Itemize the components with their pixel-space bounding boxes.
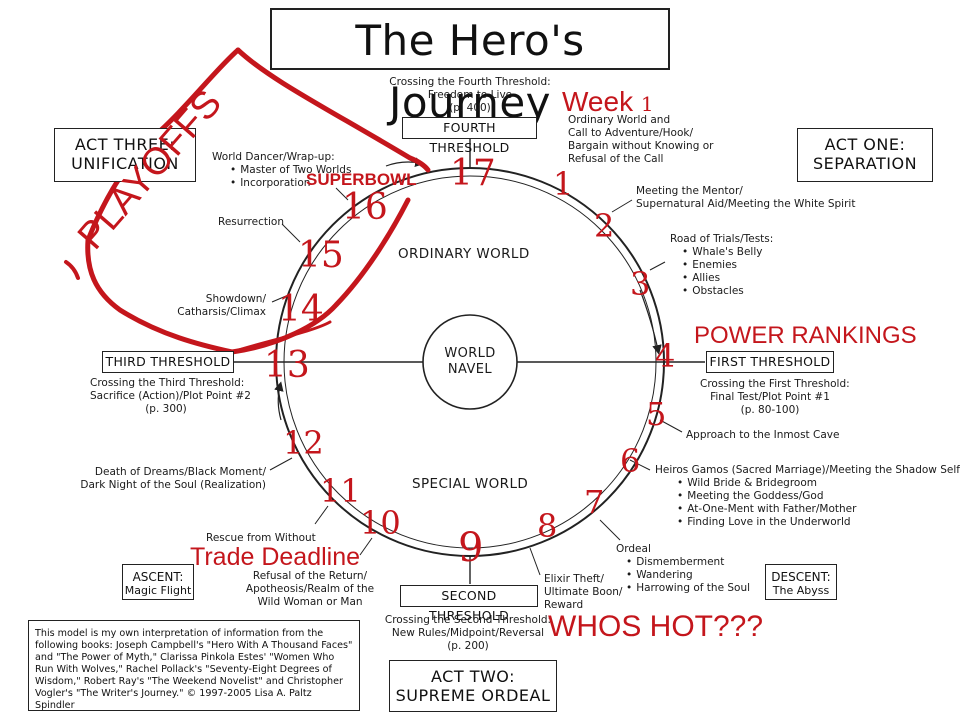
hieros-list: Wild Bride & Bridegroom Meeting the Godd… (655, 477, 960, 529)
resurrection-text: Resurrection (218, 216, 284, 228)
week-number-10: 10 (360, 504, 401, 542)
third-crossing-text: Crossing the Third Threshold: Sacrifice … (90, 377, 251, 415)
act-one-label: ACT ONE: (824, 135, 906, 154)
playoffs-stroke-left (85, 47, 241, 355)
act-three-label: ACT THREE: (74, 135, 176, 154)
week-number-2: 2 (594, 207, 615, 245)
week-number-5: 5 (646, 395, 667, 433)
week-number-9: 9 (458, 525, 484, 571)
week-number-6: 6 (620, 442, 641, 480)
diagram-title: The Hero's Journey (270, 8, 670, 127)
week-number-16: 16 (342, 187, 388, 228)
playoffs-stroke-top (235, 47, 431, 173)
world-dancer-text: World Dancer/Wrap-up: Master of Two Worl… (212, 151, 351, 190)
trade-deadline-annotation: Trade Deadline (190, 543, 361, 571)
ordeal-list: Dismemberment Wandering Harrowing of the… (616, 556, 750, 595)
world-navel-label: WORLD NAVEL (435, 346, 505, 378)
elixir-text: Elixir Theft/ Ultimate Boon/ Reward (544, 573, 623, 611)
act-two-box: ACT TWO: SUPREME ORDEAL (389, 660, 557, 712)
week-annotation: Week 1 (562, 86, 654, 118)
arrow-third (274, 381, 284, 421)
mentor-text: Meeting the Mentor/ Supernatural Aid/Mee… (636, 185, 856, 210)
refusal-return-text: Refusal of the Return/ Apotheosis/Realm … (245, 570, 375, 608)
week-number-7: 7 (584, 483, 605, 521)
descent-label: DESCENT: (771, 570, 831, 584)
week-number-8: 8 (537, 507, 558, 545)
inmost-cave-text: Approach to the Inmost Cave (686, 429, 840, 441)
second-threshold-box: SECOND THRESHOLD (400, 585, 538, 623)
week-number-17: 17 (450, 153, 496, 194)
first-crossing-text: Crossing the First Threshold: Final Test… (700, 378, 850, 416)
hieros-gamos-text: Heiros Gamos (Sacred Marriage)/Meeting t… (655, 464, 960, 529)
whos-hot-annotation: WHOS HOT??? (548, 610, 764, 643)
showdown-text: Showdown/ Catharsis/Climax (177, 293, 266, 318)
rescue-text: Rescue from Without (206, 532, 316, 544)
credits-note: This model is my own interpretation of i… (28, 620, 360, 711)
act-two-subtitle: SUPREME ORDEAL (395, 686, 551, 705)
week-number-14: 14 (278, 289, 324, 330)
trials-list: Whale's Belly Enemies Allies Obstacles (670, 246, 773, 298)
ascent-subtitle: Magic Flight (124, 584, 192, 597)
third-threshold-box: THIRD THRESHOLD (102, 351, 234, 373)
week-number: 1 (640, 92, 654, 116)
fourth-crossing-text: Crossing the Fourth Threshold: Freedom t… (389, 76, 551, 114)
arrow-first (639, 289, 662, 355)
death-dreams-text: Death of Dreams/Black Moment/ Dark Night… (80, 466, 266, 491)
ascent-box: ASCENT: Magic Flight (122, 564, 194, 600)
week-number-11: 11 (320, 472, 361, 510)
week-number-12: 12 (283, 424, 324, 462)
fourth-threshold-box: FOURTH THRESHOLD (402, 117, 537, 155)
ordinary-call-text: Ordinary World and Call to Adventure/Hoo… (568, 114, 714, 165)
world-navel-line1: WORLD (444, 346, 496, 361)
world-navel-circle (422, 314, 518, 410)
playoffs-stroke-right (229, 197, 411, 355)
ordinary-world-label: ORDINARY WORLD (398, 246, 530, 262)
act-three-subtitle: UNIFICATION (71, 154, 179, 173)
act-three-box: ACT THREE: UNIFICATION (54, 128, 196, 182)
week-number-4: 4 (655, 337, 676, 375)
act-two-label: ACT TWO: (431, 667, 515, 686)
week-number-15: 15 (298, 235, 344, 276)
world-navel-line2: NAVEL (447, 362, 493, 377)
week-label: Week (562, 86, 634, 117)
ordeal-text: Ordeal Dismemberment Wandering Harrowing… (616, 543, 750, 595)
power-rankings-annotation: POWER RANKINGS (694, 322, 917, 349)
special-world-label: SPECIAL WORLD (412, 476, 529, 492)
act-one-box: ACT ONE: SEPARATION (797, 128, 933, 182)
superbowl-annotation: SUPERBOWL (306, 170, 417, 189)
trials-text: Road of Trials/Tests: Whale's Belly Enem… (670, 233, 773, 298)
ascent-label: ASCENT: (132, 570, 184, 584)
week-number-1: 1 (553, 165, 574, 203)
descent-box: DESCENT: The Abyss (765, 564, 837, 600)
second-crossing-text: Crossing the Second Threshold: New Rules… (384, 614, 552, 652)
act-one-subtitle: SEPARATION (812, 154, 918, 173)
week-number-13: 13 (264, 345, 310, 386)
descent-subtitle: The Abyss (772, 584, 830, 597)
first-threshold-box: FIRST THRESHOLD (706, 351, 834, 373)
dancer-list: Master of Two Worlds Incorporation (212, 164, 351, 190)
week-number-3: 3 (630, 265, 651, 303)
